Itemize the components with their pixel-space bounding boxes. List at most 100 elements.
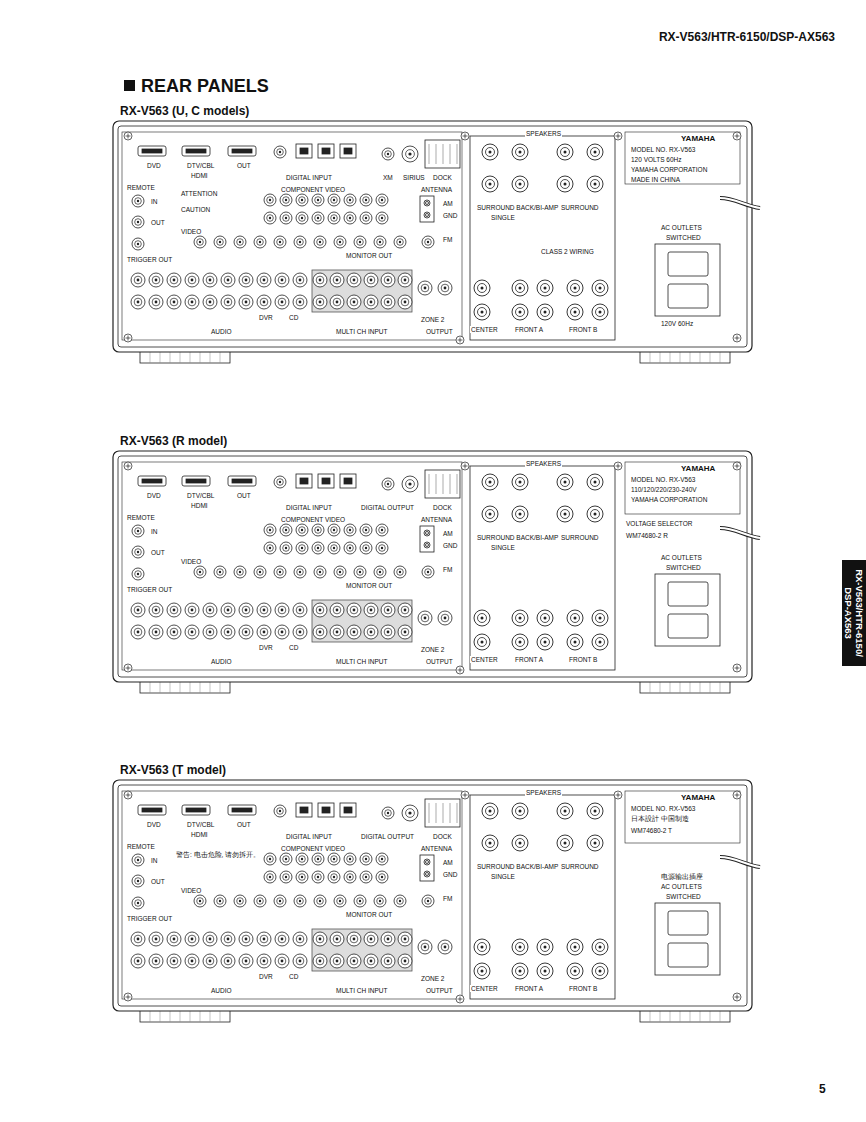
panel-label: HDMI	[190, 172, 209, 179]
binding-post	[592, 634, 608, 650]
jack	[299, 900, 301, 902]
panel-label: MODEL NO. RX-V563	[630, 805, 696, 812]
jack	[214, 566, 226, 578]
jack	[277, 479, 284, 486]
jack	[370, 279, 373, 282]
jack	[245, 279, 248, 282]
jack	[275, 295, 289, 309]
panel-label: ZONE 2	[420, 316, 445, 323]
optical-port	[296, 144, 312, 158]
dock-port	[436, 144, 437, 164]
hdmi-port	[232, 479, 252, 483]
panel-heading: RX-V563 (R model)	[120, 434, 227, 448]
jack	[402, 146, 418, 162]
jack	[224, 606, 232, 614]
side-tab: RX-V563/HTR-6150/ DSP-AX563	[842, 560, 866, 666]
binding-post	[519, 481, 522, 484]
jack	[279, 810, 281, 812]
binding-post	[567, 280, 583, 296]
rear-panel: RX-V563 (U, C models)HDMIDVDDTV/CBLOUTRE…	[120, 128, 745, 345]
binding-post	[564, 842, 567, 845]
jack	[336, 609, 339, 612]
jack-board	[122, 462, 462, 670]
jack	[387, 279, 390, 282]
jack	[221, 273, 235, 287]
panel-label: DVR	[258, 644, 274, 651]
jack	[132, 238, 144, 250]
binding-post	[587, 474, 603, 490]
jack	[333, 529, 335, 531]
panel-label: MODEL NO. RX-V563	[630, 476, 696, 483]
jack	[370, 631, 373, 634]
jack	[203, 625, 217, 639]
binding-post	[567, 610, 583, 626]
panel-label: GND	[442, 212, 458, 219]
jack	[301, 217, 303, 219]
jack	[279, 151, 281, 153]
binding-post	[516, 148, 525, 157]
jack	[365, 858, 367, 860]
jack	[315, 545, 322, 552]
jack	[191, 631, 194, 634]
jack	[134, 935, 142, 943]
binding-post	[571, 308, 580, 317]
jack	[333, 547, 335, 549]
binding-post	[594, 151, 597, 154]
panel-label: SURROUND BACK/BI-AMP	[476, 534, 559, 541]
jack	[188, 606, 196, 614]
ac-outlet-box	[655, 244, 720, 316]
panel-label: FRONT B	[568, 326, 598, 333]
panel-label: VOLTAGE SELECTOR	[625, 520, 693, 527]
panel-label: MONITOR OUT	[345, 911, 393, 918]
panel-label: SURROUND BACK/BI-AMP	[476, 863, 559, 870]
binding-post	[478, 967, 487, 976]
jack	[274, 236, 286, 248]
jack	[357, 239, 364, 246]
jack	[285, 547, 287, 549]
binding-post	[599, 311, 602, 314]
panel-label: FRONT A	[514, 326, 544, 333]
jack	[132, 897, 144, 909]
jack	[197, 239, 204, 246]
panel-label: SINGLE	[490, 873, 516, 880]
panel-label: TRIGGER OUT	[126, 586, 173, 593]
jack	[328, 853, 340, 865]
jack	[134, 276, 142, 284]
binding-post	[591, 839, 600, 848]
jack	[293, 954, 307, 968]
binding-post	[519, 641, 522, 644]
jack	[170, 276, 178, 284]
jack	[319, 609, 322, 612]
rating-plate	[625, 132, 740, 184]
jack	[333, 957, 341, 965]
jack	[333, 606, 341, 614]
jack	[194, 566, 206, 578]
jack	[387, 153, 389, 155]
binding-post	[486, 839, 495, 848]
jack	[299, 215, 306, 222]
jack	[314, 895, 326, 907]
jack	[203, 603, 217, 617]
jack	[399, 571, 401, 573]
jack	[280, 212, 292, 224]
jack	[135, 857, 142, 864]
panel-label: ANTENNA	[420, 845, 453, 852]
hdmi-port	[232, 808, 252, 812]
jack	[257, 954, 271, 968]
screw	[735, 336, 740, 341]
binding-post	[596, 967, 605, 976]
binding-post	[596, 284, 605, 293]
panel-label: 120V 60Hz	[660, 320, 694, 327]
jack	[312, 542, 324, 554]
hdmi-port	[186, 808, 206, 812]
jack	[203, 954, 217, 968]
jack	[227, 631, 230, 634]
jack	[381, 295, 395, 309]
screw	[458, 668, 463, 673]
jack	[314, 566, 326, 578]
jack	[185, 273, 199, 287]
screw	[124, 132, 132, 140]
panel-label: SURROUND BACK/BI-AMP	[476, 204, 559, 211]
jack	[344, 194, 356, 206]
binding-post	[482, 506, 498, 522]
